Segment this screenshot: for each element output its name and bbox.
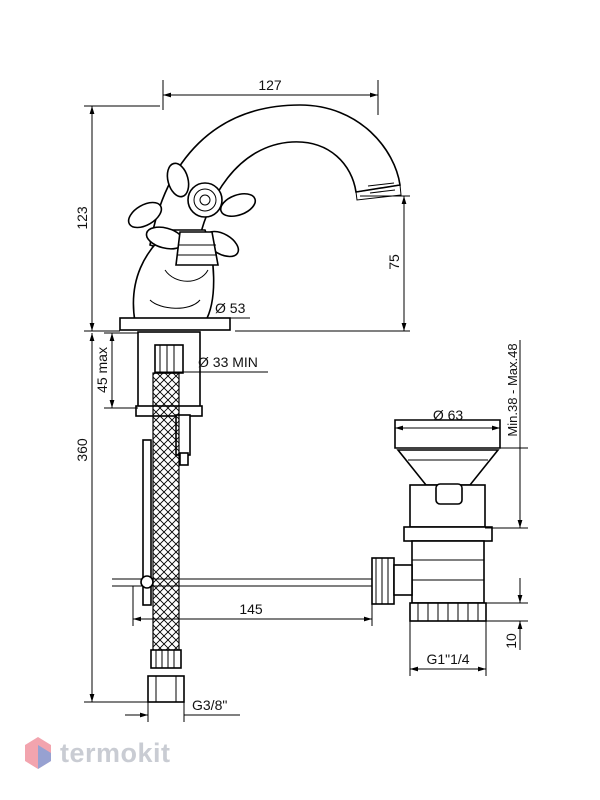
dim-drain-thread: G1"1/4 xyxy=(426,651,469,667)
dim-hose-thread: G3/8" xyxy=(192,697,227,713)
faucet-body xyxy=(119,104,402,331)
dim-spout-height: 75 xyxy=(386,254,402,270)
dim-drain-diameter: Ø 63 xyxy=(433,407,464,423)
faucet-base xyxy=(119,317,231,331)
dim-hole-diameter: Ø 33 MIN xyxy=(198,354,258,370)
dim-total-height: 123 xyxy=(74,206,90,230)
cross-handle xyxy=(127,162,257,282)
spout xyxy=(149,104,401,262)
drain-assembly xyxy=(371,419,501,622)
dim-base-diameter: Ø 53 xyxy=(215,300,246,316)
brand-watermark: termokit xyxy=(24,736,171,770)
brand-name: termokit xyxy=(60,737,171,768)
brand-logo-icon xyxy=(25,737,51,769)
dim-hose-length: 360 xyxy=(74,438,90,462)
braided-hose xyxy=(147,372,185,703)
popup-rod xyxy=(112,439,380,606)
dim-drain-range: Min.38 - Max.48 xyxy=(505,343,520,436)
dim-max-deck: 45 max xyxy=(94,347,110,393)
dimension-lines xyxy=(84,80,528,722)
dim-drain-thread-height: 10 xyxy=(503,633,519,649)
dim-rod-length: 145 xyxy=(239,601,263,617)
dim-spout-reach: 127 xyxy=(258,77,282,93)
